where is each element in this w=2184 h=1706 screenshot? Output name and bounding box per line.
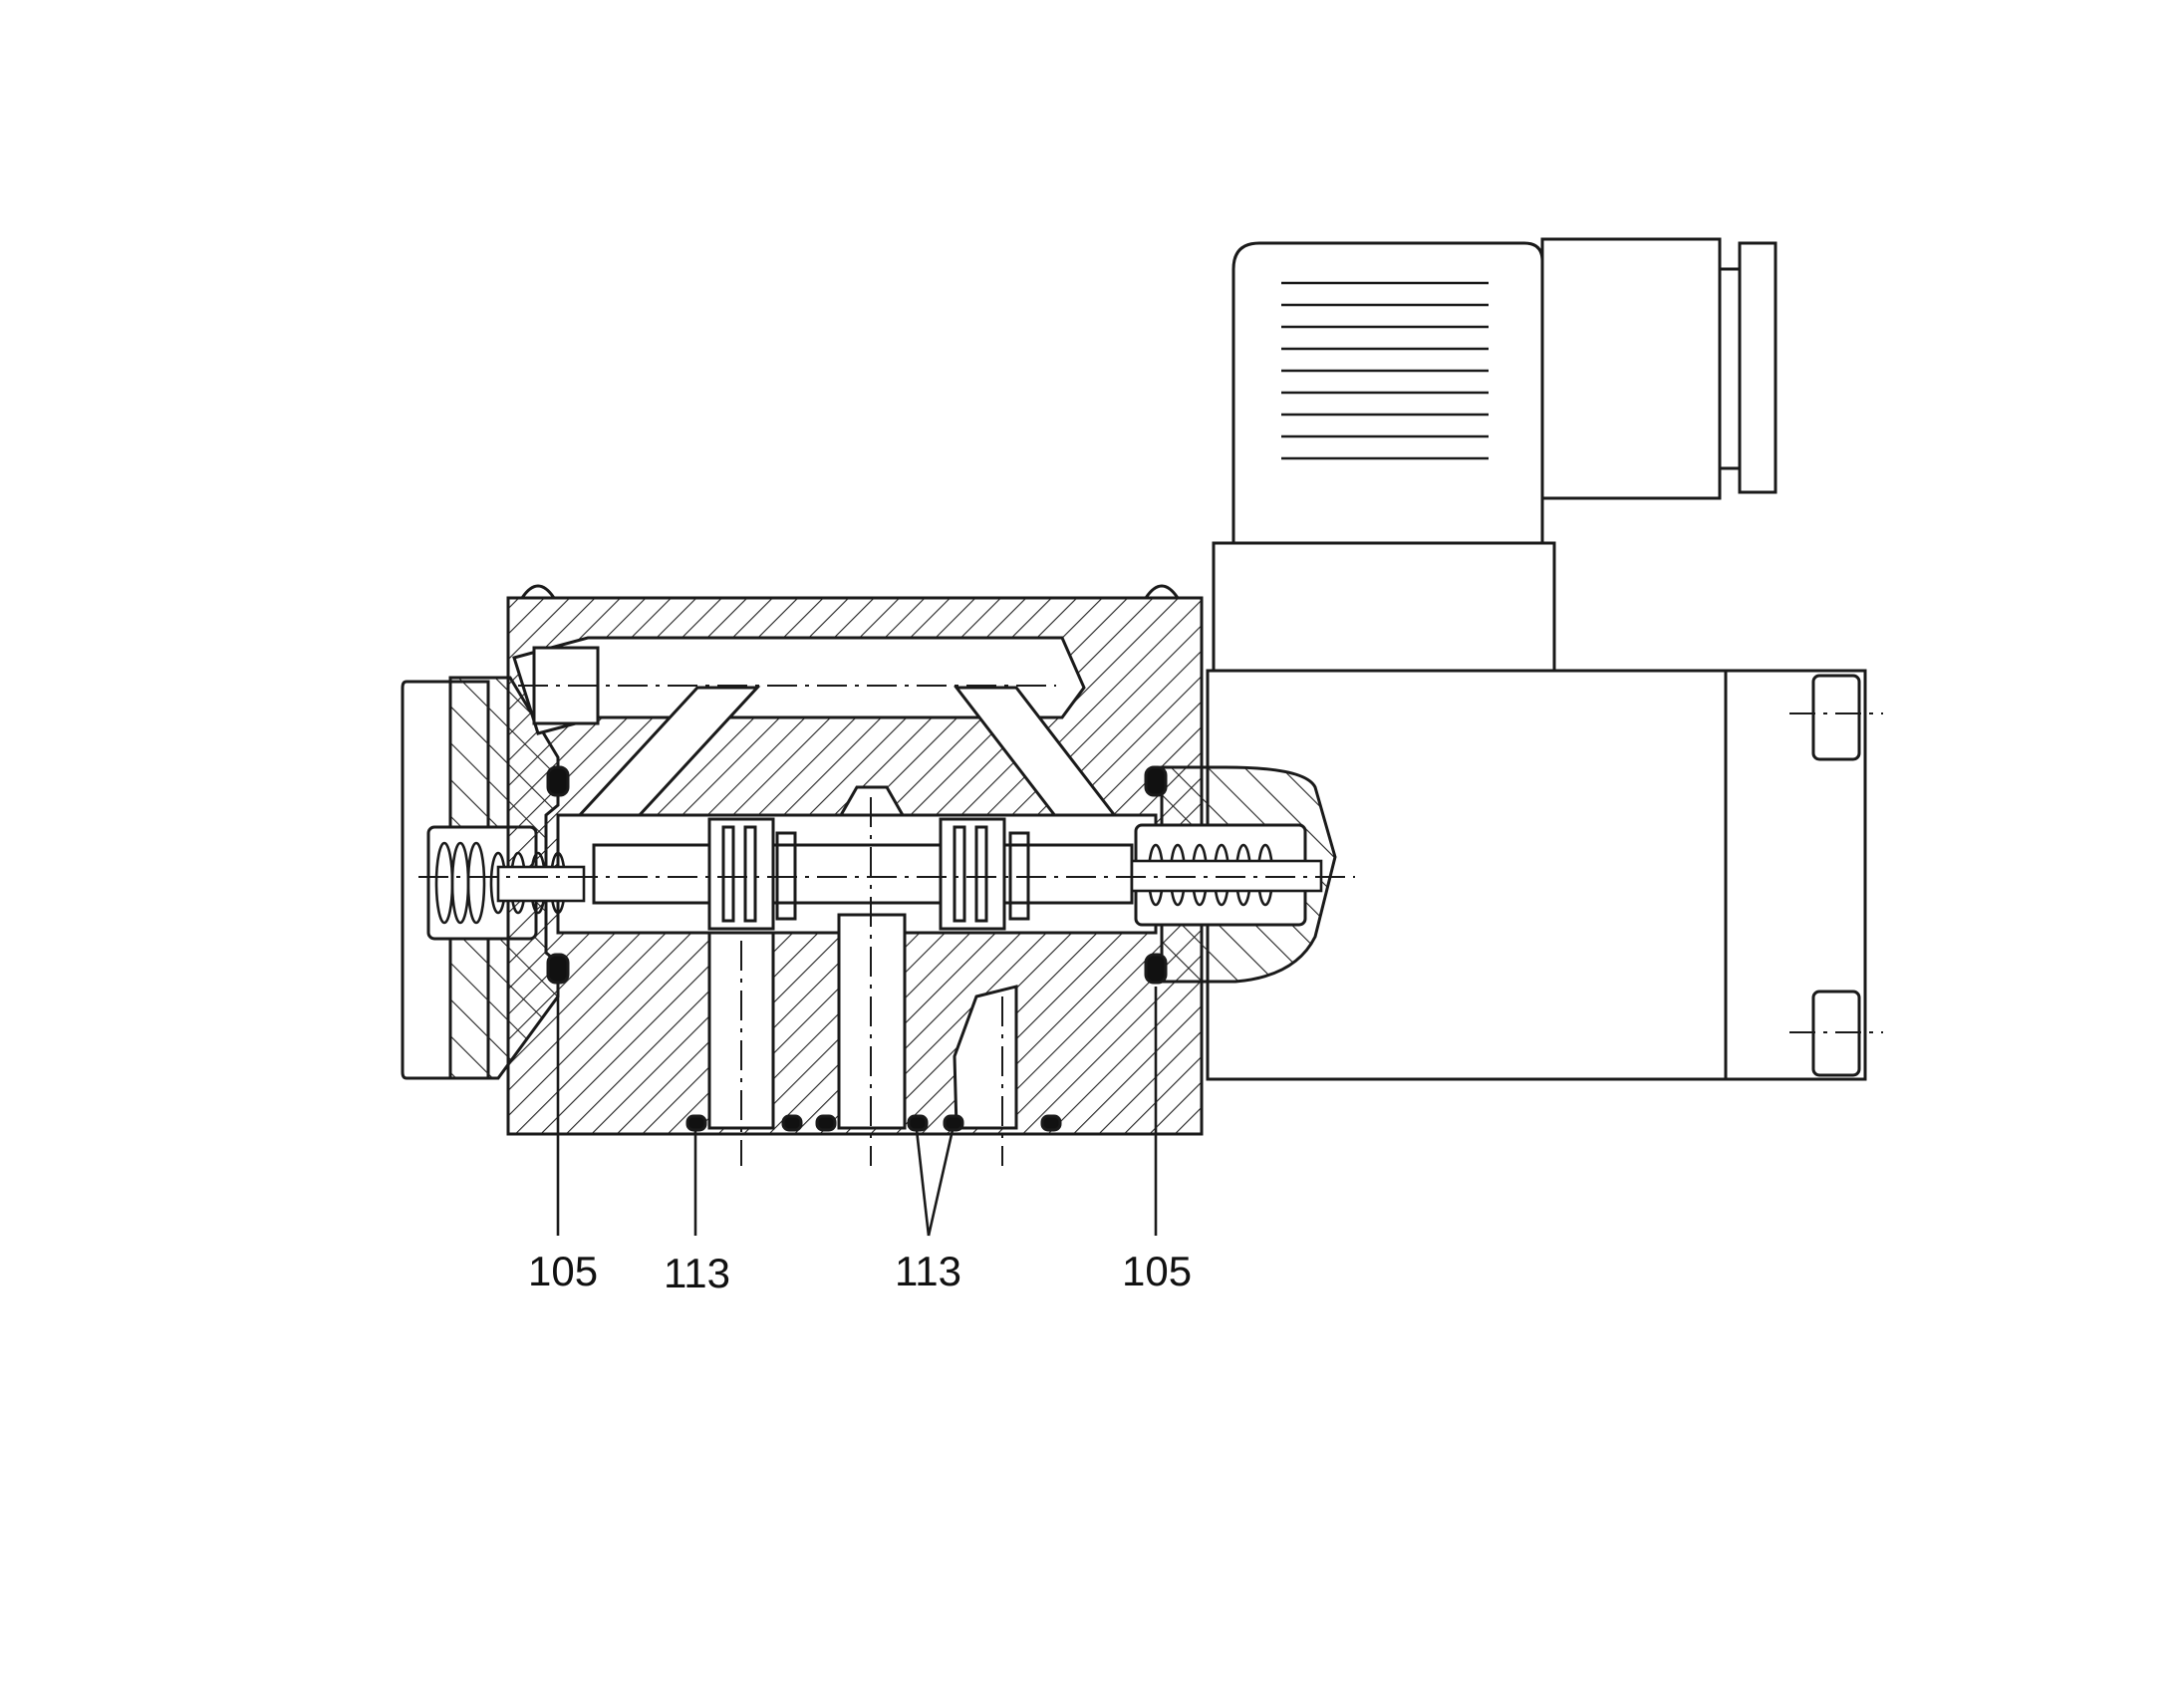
centerlines (418, 685, 1355, 1166)
seal-105-left (546, 765, 570, 985)
callout-105-right: 105 (1122, 1248, 1192, 1294)
spring-left (434, 841, 586, 925)
valve-body (506, 584, 1204, 1136)
mounting-screw-top (1811, 674, 1861, 761)
seal-105-right (1144, 765, 1168, 985)
seals-113 (685, 1114, 1062, 1132)
connector-plug (1212, 237, 1777, 673)
callout-113-left: 113 (664, 1250, 730, 1296)
callout-105-left: 105 (528, 1248, 598, 1294)
connector-vent-lines (1281, 281, 1489, 460)
leader-lines (556, 987, 1158, 1237)
spool (592, 817, 1134, 931)
callout-113-center: 113 (895, 1248, 961, 1294)
